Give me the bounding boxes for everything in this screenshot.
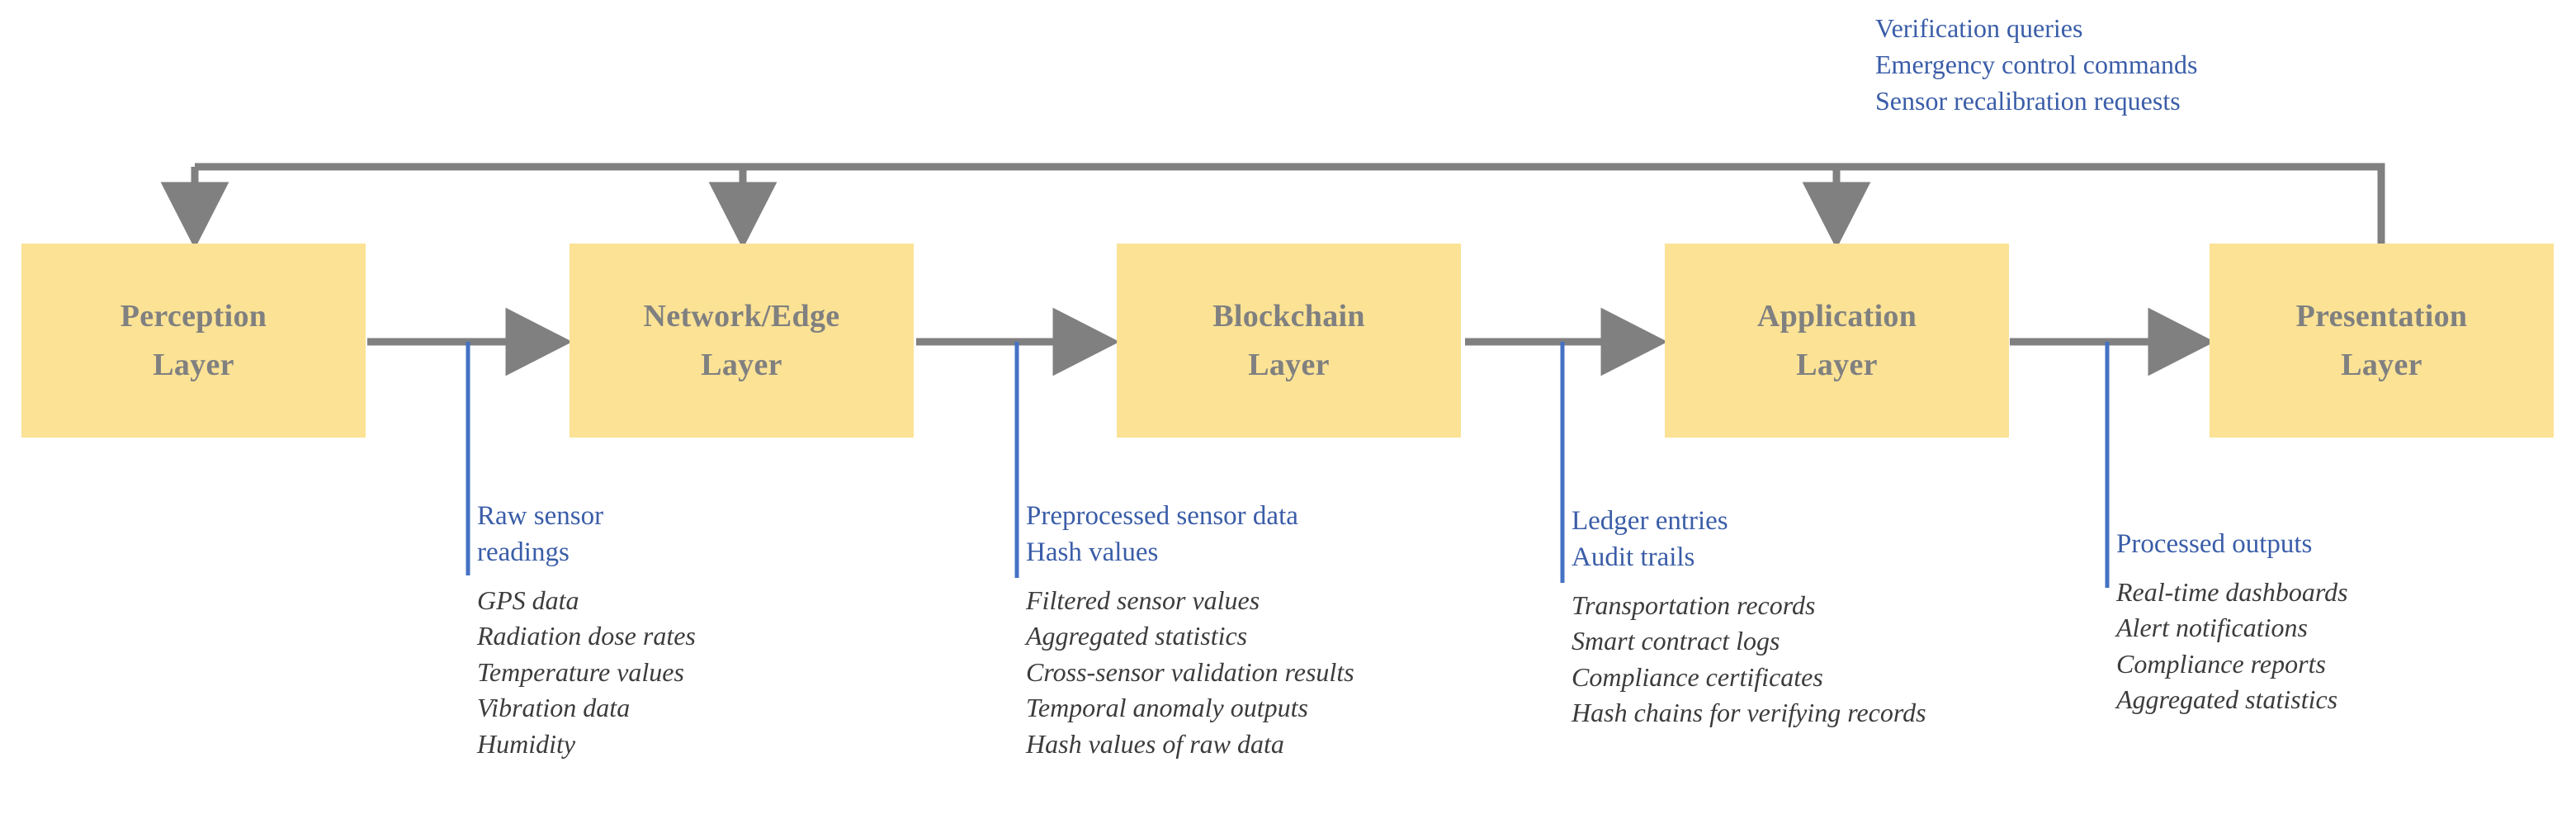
annotation-secondary-item: Compliance reports xyxy=(2116,648,2326,679)
annotation-blockchain-to-application: Ledger entries Audit trails Transportati… xyxy=(1572,504,1926,731)
annotation-secondary-item: Filtered sensor values xyxy=(1026,585,1260,615)
annotation-secondary-item: Vibration data xyxy=(477,693,631,723)
annotation-secondary-item: Aggregated statistics xyxy=(2116,684,2338,715)
annotation-secondary-item: Compliance certificates xyxy=(1572,661,1823,692)
feedback-bus-label-line-3: Sensor recalibration requests xyxy=(1875,86,2181,116)
layer-box-presentation-line-2: Layer xyxy=(2341,347,2422,382)
annotation-primary-item: Hash values xyxy=(1026,537,1159,567)
annotation-secondary-item: Aggregated statistics xyxy=(1026,621,1248,651)
layer-box-presentation-line-1: Presentation xyxy=(2295,298,2468,334)
layer-box-application[interactable]: Application Layer xyxy=(1665,244,2009,438)
annotation-secondary-list: Transportation records Smart contract lo… xyxy=(1572,588,1926,731)
annotation-network-to-blockchain: Preprocessed sensor data Hash values Fil… xyxy=(1026,499,1354,762)
layer-box-perception-line-1: Perception xyxy=(120,298,267,334)
annotation-primary-list: Preprocessed sensor data Hash values xyxy=(1026,499,1354,571)
feedback-bus-label-line-1: Verification queries xyxy=(1875,13,2083,43)
annotation-application-to-presentation: Processed outputs Real-time dashboards A… xyxy=(2116,527,2348,718)
annotation-secondary-item: Cross-sensor validation results xyxy=(1026,656,1354,687)
layer-box-network-edge[interactable]: Network/Edge Layer xyxy=(570,244,914,438)
annotation-perception-to-network: Raw sensor readings GPS data Radiation d… xyxy=(477,499,696,762)
annotation-primary-item: Raw sensor xyxy=(477,501,604,531)
annotation-primary-item: Audit trails xyxy=(1572,542,1695,572)
annotation-primary-item: readings xyxy=(477,537,570,567)
layer-box-blockchain[interactable]: Blockchain Layer xyxy=(1117,244,1461,438)
annotation-primary-item: Ledger entries xyxy=(1572,506,1728,536)
annotation-secondary-item: GPS data xyxy=(477,585,579,615)
annotation-secondary-item: Radiation dose rates xyxy=(477,621,696,651)
annotation-secondary-item: Hash chains for verifying records xyxy=(1572,698,1926,728)
layer-box-network-edge-line-2: Layer xyxy=(701,347,782,382)
feedback-bus-label: Verification queries Emergency control c… xyxy=(1875,10,2197,119)
annotation-secondary-item: Transportation records xyxy=(1572,589,1816,620)
annotation-primary-list: Processed outputs xyxy=(2116,527,2348,563)
annotation-secondary-item: Hash values of raw data xyxy=(1026,728,1284,759)
feedback-bus xyxy=(160,163,2385,249)
annotation-primary-list: Ledger entries Audit trails xyxy=(1572,504,1926,576)
layer-box-perception-line-2: Layer xyxy=(153,347,234,382)
layer-box-blockchain-line-1: Blockchain xyxy=(1212,298,1365,334)
annotation-secondary-item: Temporal anomaly outputs xyxy=(1026,693,1308,723)
annotation-primary-list: Raw sensor readings xyxy=(477,499,696,571)
feedback-bus-label-line-2: Emergency control commands xyxy=(1875,50,2198,80)
annotation-secondary-item: Temperature values xyxy=(477,656,684,687)
annotation-secondary-list: GPS data Radiation dose rates Temperatur… xyxy=(477,583,696,763)
annotation-secondary-list: Filtered sensor values Aggregated statis… xyxy=(1026,583,1354,763)
annotation-secondary-item: Smart contract logs xyxy=(1572,626,1780,656)
layer-box-application-line-2: Layer xyxy=(1796,347,1878,382)
layer-box-perception[interactable]: Perception Layer xyxy=(21,244,366,438)
annotation-secondary-list: Real-time dashboards Alert notifications… xyxy=(2116,575,2348,718)
layer-box-presentation[interactable]: Presentation Layer xyxy=(2210,244,2554,438)
layer-box-application-line-1: Application xyxy=(1756,298,1917,334)
annotation-primary-item: Processed outputs xyxy=(2116,529,2313,559)
annotation-primary-item: Preprocessed sensor data xyxy=(1026,501,1298,531)
annotation-secondary-item: Humidity xyxy=(477,728,576,759)
annotation-secondary-item: Real-time dashboards xyxy=(2116,576,2348,607)
annotation-secondary-item: Alert notifications xyxy=(2116,613,2308,643)
layer-box-network-edge-line-1: Network/Edge xyxy=(643,298,840,334)
layer-box-blockchain-line-2: Layer xyxy=(1248,347,1330,382)
